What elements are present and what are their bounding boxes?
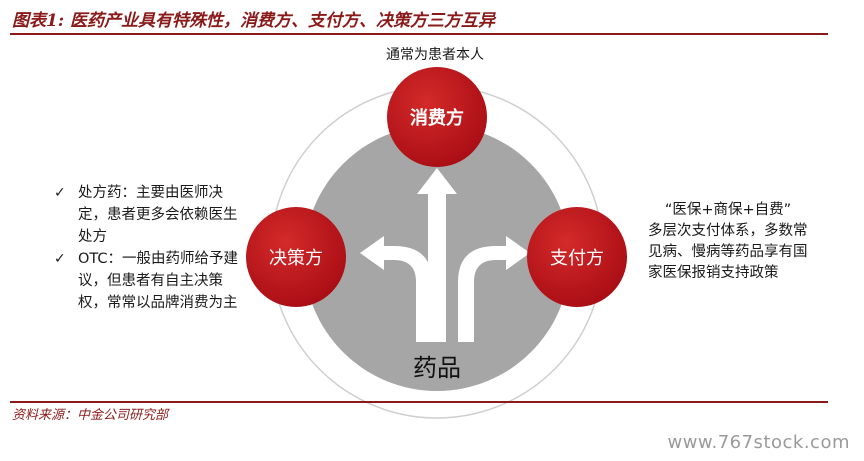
- left-arrow: [360, 236, 432, 342]
- consumer-node-label: 消费方: [410, 107, 464, 129]
- note-prescription: ✓ 处方药：主要由医师决定，患者更多会依赖医生处方: [54, 182, 244, 248]
- note-otc-text: OTC：一般由药师给予建议，但患者有自主决策权，常常以品牌消费为主: [78, 251, 239, 311]
- right-arrow: [458, 236, 530, 342]
- checkmark-icon: ✓: [54, 185, 66, 201]
- source-note: 资料来源：中金公司研究部: [12, 408, 169, 423]
- drug-label: 药品: [413, 354, 461, 382]
- consumer-node: [387, 67, 487, 167]
- payer-node-label: 支付方: [550, 248, 604, 269]
- center-arrow-shaft: [428, 192, 446, 342]
- consumer-note: 通常为患者本人: [386, 47, 484, 63]
- checkmark-icon: ✓: [54, 251, 66, 267]
- payer-note-quote: “医保+商保+自费”: [664, 202, 792, 218]
- payer-note-text: 多层次支付体系，多数常见病、慢病等药品享有国家医保报销支持政策: [648, 223, 808, 281]
- payer-notes: “医保+商保+自费” 多层次支付体系，多数常见病、慢病等药品享有国家医保报销支持…: [648, 200, 808, 284]
- top-rule: [10, 33, 828, 35]
- direction-arrows: [360, 168, 530, 342]
- figure-title: 图表1: 医药产业具有特殊性，消费方、支付方、决策方三方互异: [12, 11, 496, 31]
- note-otc: ✓ OTC：一般由药师给予建议，但患者有自主决策权，常常以品牌消费为主: [54, 248, 244, 314]
- payer-node: [527, 207, 627, 307]
- decider-notes: ✓ 处方药：主要由医师决定，患者更多会依赖医生处方 ✓ OTC：一般由药师给予建…: [54, 182, 244, 314]
- bottom-rule: [10, 401, 828, 403]
- note-prescription-text: 处方药：主要由医师决定，患者更多会依赖医生处方: [78, 185, 238, 245]
- decider-node-label: 决策方: [269, 248, 323, 269]
- center-arrow-head: [417, 168, 457, 194]
- decider-node: [246, 207, 346, 307]
- watermark: www.767stock.com: [667, 432, 850, 453]
